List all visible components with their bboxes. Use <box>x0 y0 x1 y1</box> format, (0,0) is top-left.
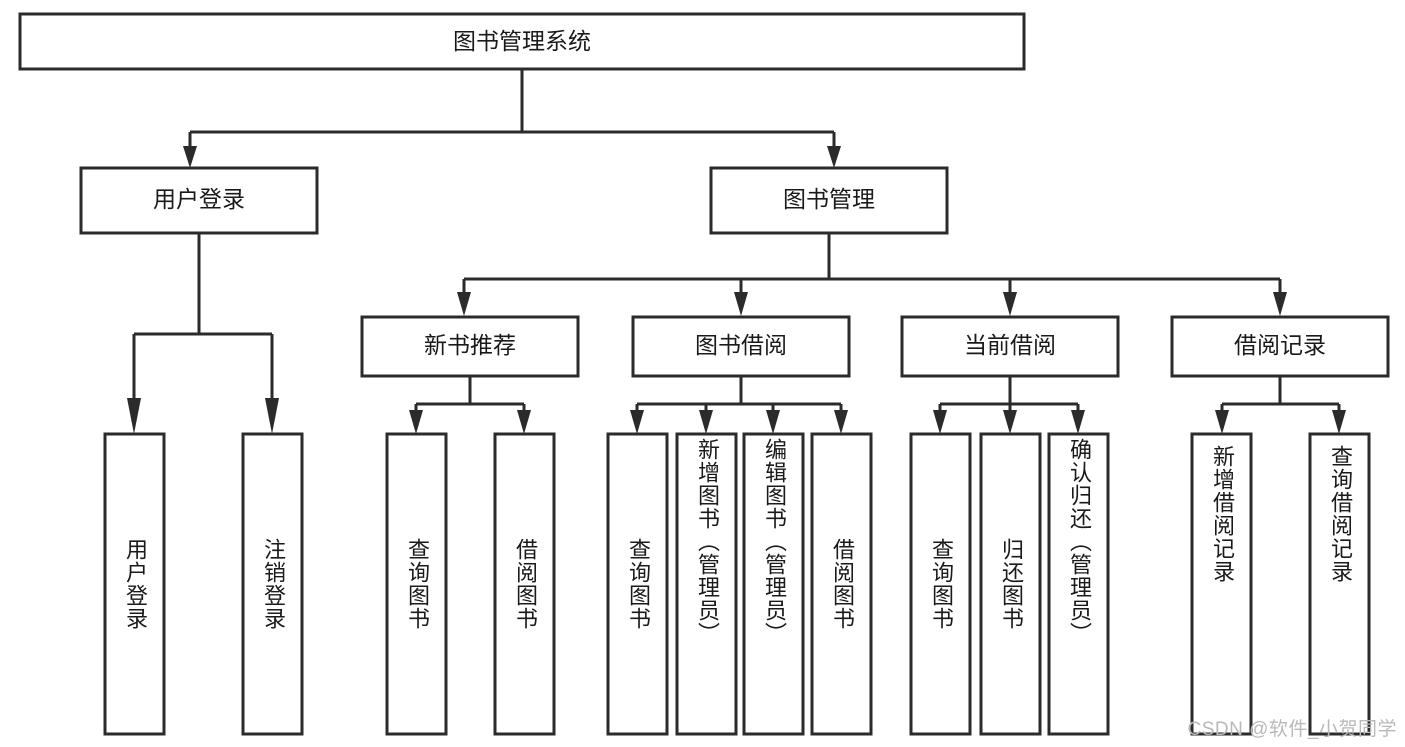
node-leaf-add-book[interactable] <box>675 432 738 736</box>
node-leaf-borrow-book-2[interactable] <box>810 432 873 736</box>
node-leaf-user-login[interactable] <box>103 432 166 736</box>
node-new-book-rec[interactable]: 新书推荐 <box>360 315 580 378</box>
node-leaf-query-book-3[interactable] <box>909 432 972 736</box>
connector-bookmanage-to-level2 <box>457 233 1287 316</box>
node-leaf-query-book-1[interactable] <box>385 432 448 736</box>
node-current-borrow[interactable]: 当前借阅 <box>900 315 1120 378</box>
connector-bookborrow-to-leaves <box>630 376 848 434</box>
node-root[interactable]: 图书管理系统 <box>18 12 1026 71</box>
node-book-borrow-label: 图书借阅 <box>695 332 787 358</box>
node-borrow-record-label: 借阅记录 <box>1234 332 1326 358</box>
node-leaf-query-record[interactable] <box>1308 432 1371 736</box>
node-user-login[interactable]: 用户登录 <box>79 166 319 235</box>
node-borrow-record[interactable]: 借阅记录 <box>1170 315 1390 378</box>
node-book-manage-label: 图书管理 <box>783 186 875 212</box>
connector-currentborrow-to-leaves <box>933 376 1085 434</box>
node-book-manage[interactable]: 图书管理 <box>709 166 949 235</box>
node-leaf-user-logout[interactable] <box>241 432 304 736</box>
node-root-label: 图书管理系统 <box>453 28 591 54</box>
node-user-login-label: 用户登录 <box>153 186 245 212</box>
watermark-text: CSDN @软件_小贺同学 <box>1187 719 1397 740</box>
node-leaf-borrow-book-1[interactable] <box>493 432 556 736</box>
connector-root-to-level1 <box>183 69 841 168</box>
connector-userlogin-to-leaves <box>127 233 279 434</box>
node-book-borrow[interactable]: 图书借阅 <box>631 315 851 378</box>
node-leaf-add-record[interactable] <box>1190 432 1253 736</box>
connector-newbook-to-leaves <box>409 376 531 434</box>
node-leaf-confirm-return[interactable] <box>1047 432 1110 736</box>
node-leaf-query-book-2[interactable] <box>606 432 669 736</box>
connector-borrowrecord-to-leaves <box>1215 376 1346 434</box>
node-current-borrow-label: 当前借阅 <box>964 332 1056 358</box>
node-leaf-edit-book[interactable] <box>742 432 805 736</box>
node-new-book-rec-label: 新书推荐 <box>424 332 516 358</box>
node-leaf-return-book[interactable] <box>979 432 1042 736</box>
